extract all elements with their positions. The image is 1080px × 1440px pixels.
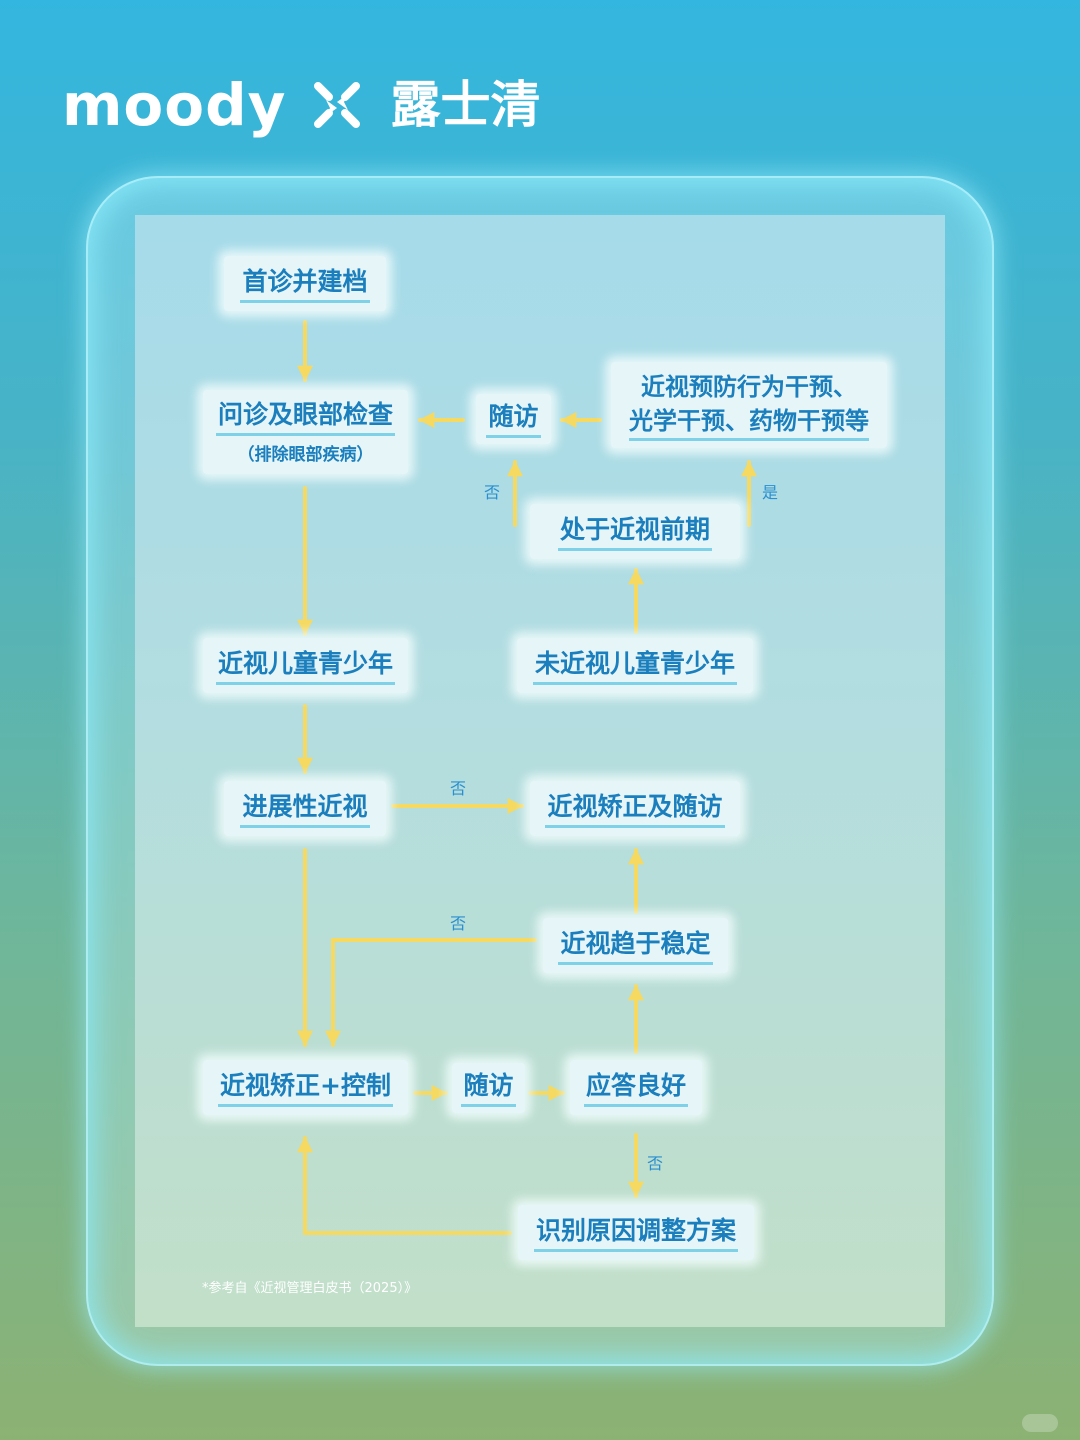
cross-x-icon [314,82,361,128]
node-first-visit: 首诊并建档 [224,256,386,311]
node-correction-followup: 近视矫正及随访 [530,781,740,836]
node-prevention-line2: 光学干预、药物干预等 [629,404,869,441]
node-follow-up-bottom: 随访 [452,1063,525,1113]
node-follow-up-top-label: 随访 [486,400,541,438]
label-no-progressive: 否 [450,779,467,798]
node-myopic-children-label: 近视儿童青少年 [215,647,395,685]
node-follow-up-bottom-label: 随访 [461,1069,516,1107]
node-good-response-label: 应答良好 [583,1069,688,1107]
node-adjust-plan: 识别原因调整方案 [518,1205,754,1260]
label-no-stable: 否 [450,914,467,933]
brand-header: moody 露士清 [62,70,540,140]
moody-logo: moody [62,71,287,139]
node-prevention: 近视预防行为干预、 光学干预、药物干预等 [611,362,887,448]
label-no-response: 否 [647,1154,664,1173]
node-progressive-label: 进展性近视 [240,790,370,828]
node-progressive: 进展性近视 [224,781,386,836]
node-inquiry-label: 问诊及眼部检查 [215,398,395,436]
node-non-myopic-children: 未近视儿童青少年 [517,638,753,693]
node-correction-followup-label: 近视矫正及随访 [545,790,725,828]
reference-note: *参考自《近视管理白皮书（2025）》 [202,1281,418,1296]
node-correction-control-label: 近视矫正+控制 [218,1069,393,1107]
node-good-response: 应答良好 [570,1060,702,1115]
node-inquiry: 问诊及眼部检查 （排除眼部疾病） [203,390,408,474]
arrow-adjust-to-control [297,1136,512,1235]
node-myopic-children: 近视儿童青少年 [203,638,408,693]
node-stabilizing-label: 近视趋于稳定 [558,927,713,965]
node-pre-myopia-label: 处于近视前期 [557,513,712,551]
partner-logo: 露士清 [390,76,541,134]
node-adjust-plan-label: 识别原因调整方案 [533,1214,738,1252]
node-correction-control: 近视矫正+控制 [203,1060,408,1115]
label-no-pre-myopia: 否 [484,483,501,502]
node-first-visit-label: 首诊并建档 [240,265,370,303]
node-non-myopic-children-label: 未近视儿童青少年 [532,647,737,685]
watermark-badge [1022,1414,1058,1432]
node-stabilizing: 近视趋于稳定 [543,918,728,973]
label-yes-pre-myopia: 是 [762,483,779,502]
node-prevention-line1: 近视预防行为干预、 [641,372,857,401]
node-pre-myopia: 处于近视前期 [530,504,740,559]
node-follow-up-top: 随访 [476,394,551,444]
node-inquiry-sublabel: （排除眼部疾病） [237,445,374,465]
arrow-stabilizing-no [325,938,537,1047]
